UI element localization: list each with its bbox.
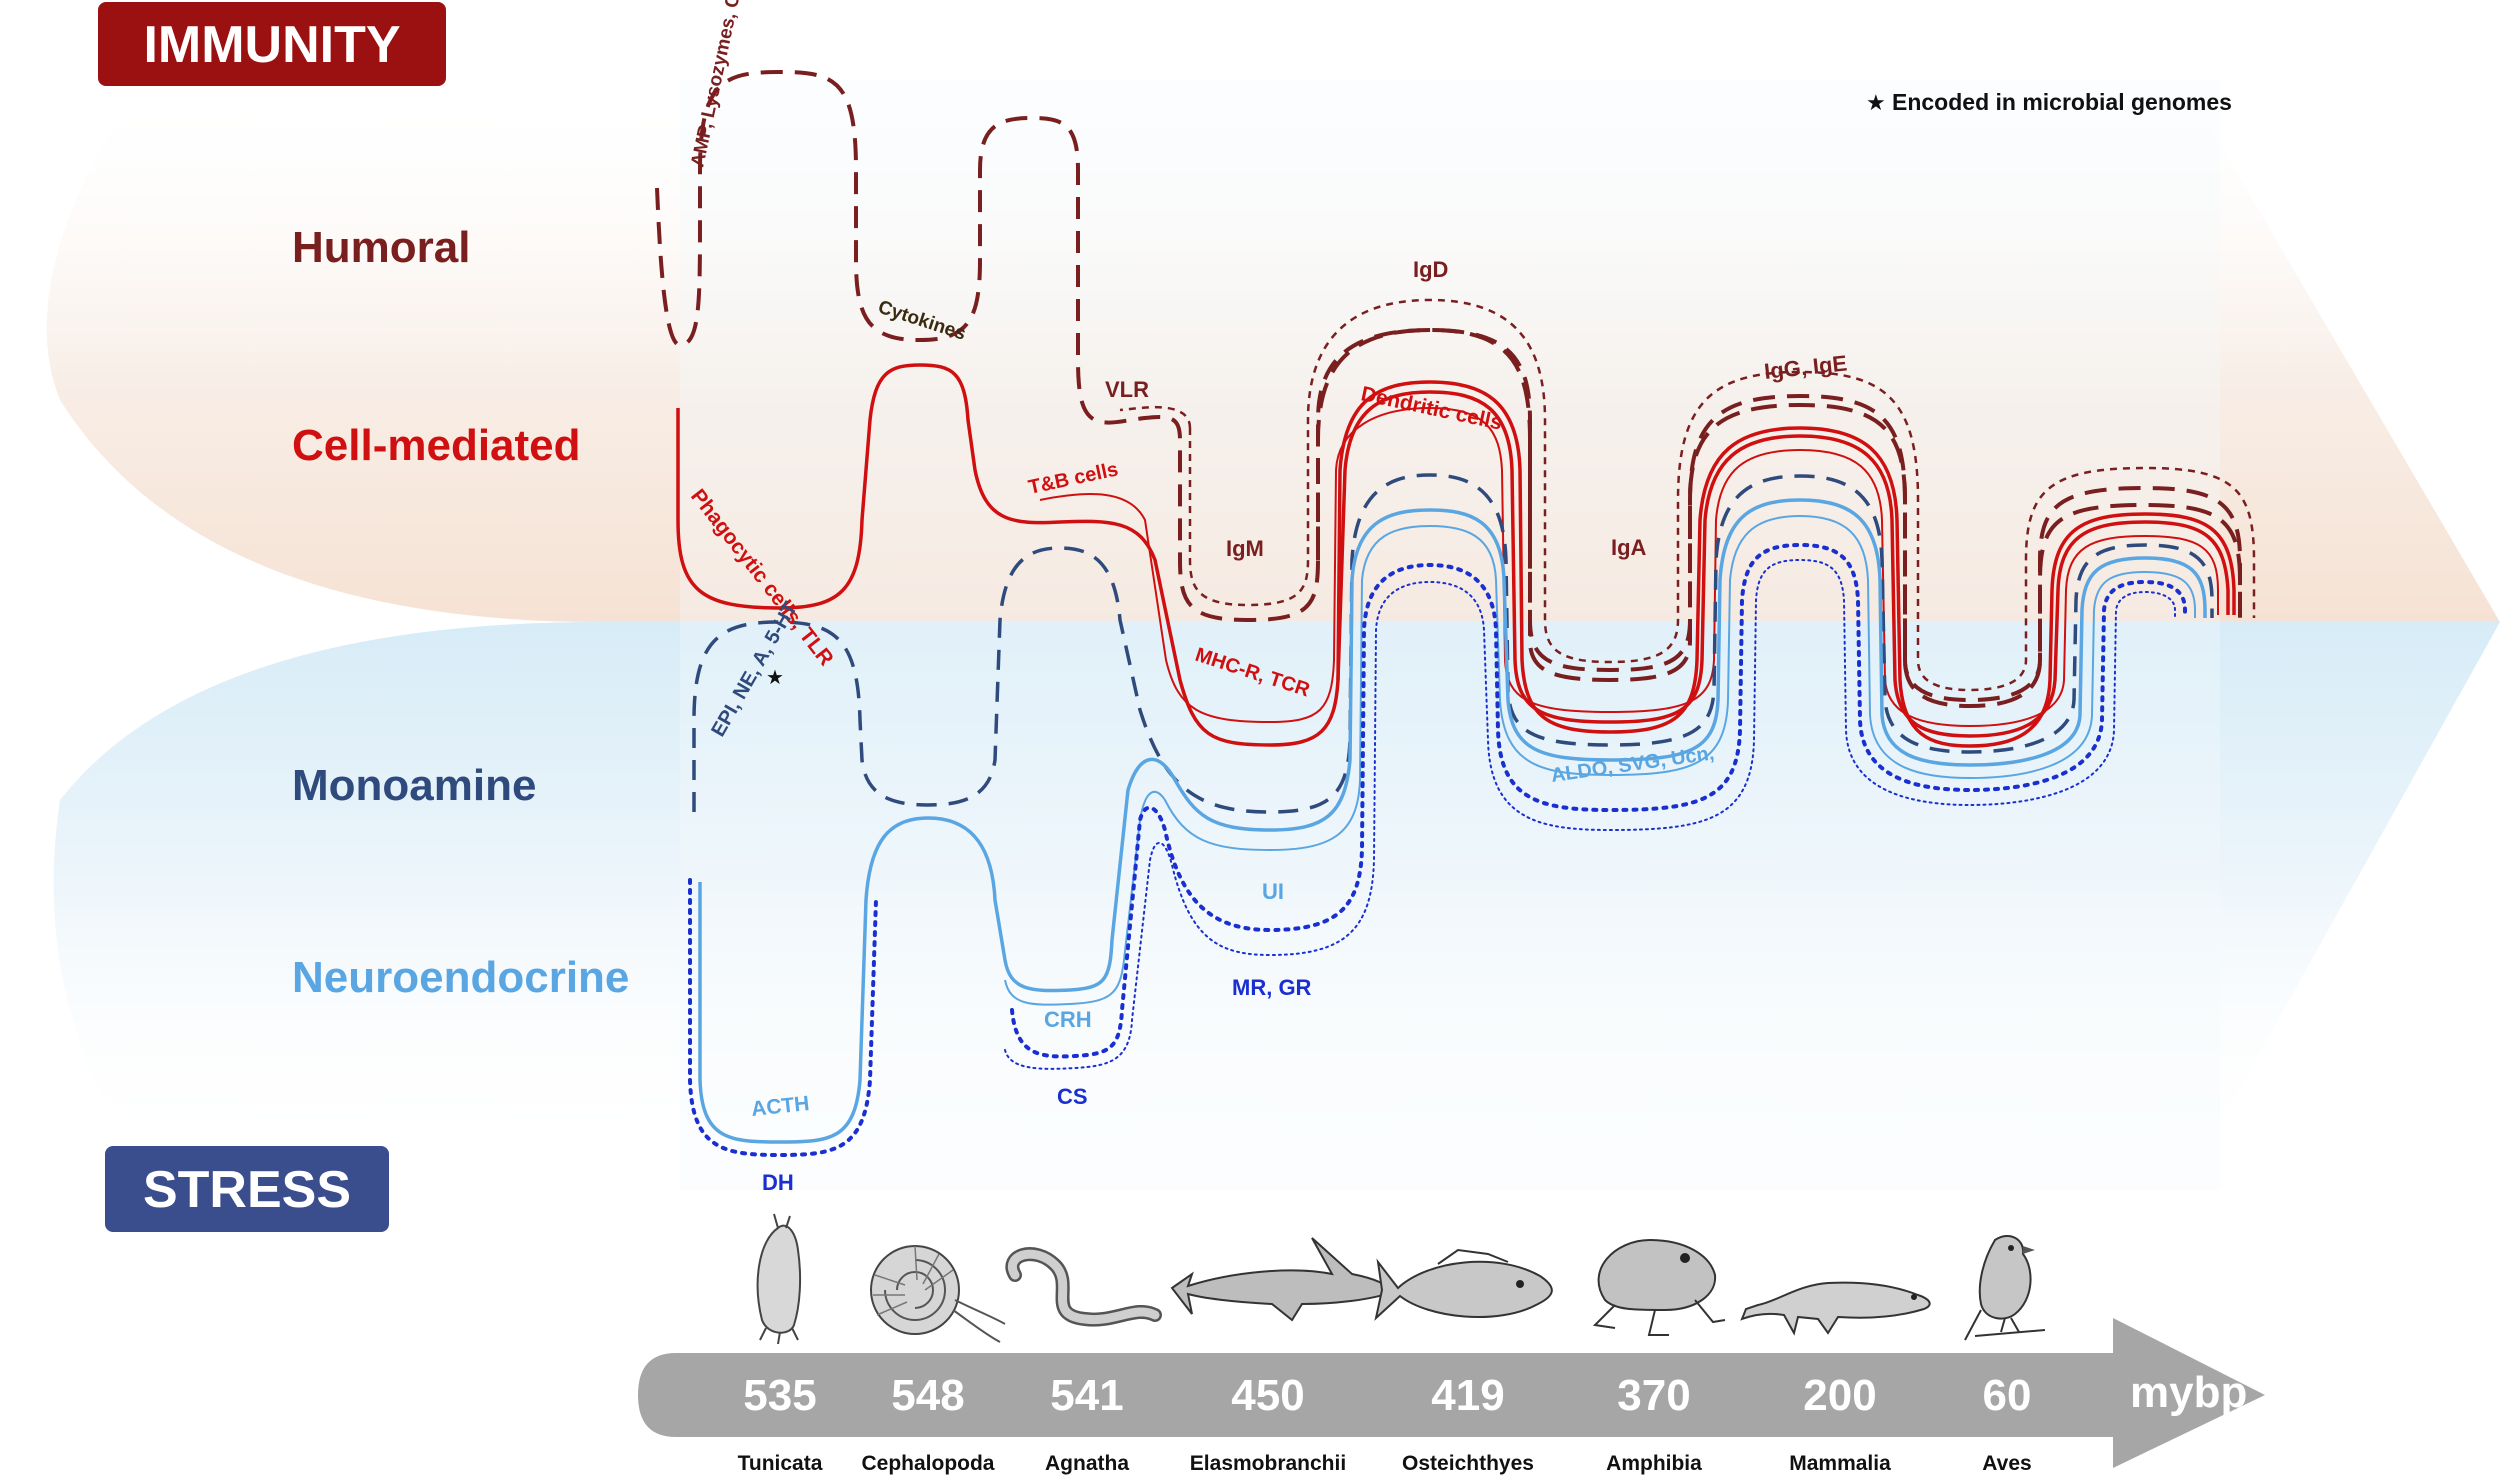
timeline-value-agnatha: 541 [1050,1371,1123,1420]
label-ui: UI [1262,879,1284,904]
nautilus-icon [870,1245,1006,1343]
taxon-label-agnatha: Agnatha [1045,1452,1129,1475]
monoamine-curve [692,473,2214,814]
row-label-humoral: Humoral [292,223,470,272]
legend: ★ Encoded in microbial genomes [1866,89,2232,115]
timeline-value-aves: 60 [1983,1371,2032,1420]
taxon-label-amphibia: Amphibia [1606,1452,1702,1475]
stress-dotted-curve-cs [1010,542,2187,1059]
immunity-badge-label: IMMUNITY [143,16,400,74]
timeline-value-tunicata: 535 [743,1371,816,1420]
cell-mediated-curves [676,363,2236,748]
mongoose-icon [1740,1281,1931,1336]
label-mr-gr: MR, GR [1232,975,1312,1000]
label-cs: CS [1057,1084,1088,1109]
timeline-arrow [638,1318,2265,1468]
humoral-curve-inner [1119,298,2256,692]
timeline-value-amphibia: 370 [1617,1371,1690,1420]
timeline-value-mammalia: 200 [1803,1371,1876,1420]
shark-icon [1170,1237,1394,1322]
stress-dotted-curves [688,542,2187,1158]
monoamine-curves [692,473,2214,814]
timeline-unit: mybp [2130,1368,2247,1417]
humoral-curves [655,69,2256,709]
label-igm: IgM [1226,536,1264,561]
neuroendocrine-curves [698,498,2207,1144]
cell-mediated-curve-main [676,363,2230,747]
label-epi-star: ★ [766,667,784,689]
humoral-curve-outer-dash [1316,327,2242,709]
taxon-label-cephalopoda: Cephalopoda [861,1452,994,1475]
taxon-label-elasmobranchii: Elasmobranchii [1190,1452,1346,1475]
label-vlr: VLR [1105,377,1149,402]
timeline-value-osteichthyes: 419 [1431,1371,1504,1420]
plot-panel [680,80,2220,1190]
timeline-value-cephalopoda: 548 [891,1371,964,1420]
lamprey-icon [1005,1247,1162,1327]
cell-mediated-curve-inner [1039,406,2219,728]
legend-text: Encoded in microbial genomes [1892,89,2232,115]
frog-icon [1592,1238,1726,1336]
timeline-values: 535 548 541 450 419 370 200 60 [743,1371,2031,1420]
legend-star: ★ [1866,90,1886,115]
taxon-label-osteichthyes: Osteichthyes [1402,1452,1534,1475]
row-label-monoamine: Monoamine [292,761,536,810]
stress-dotted-curve-main [688,878,878,1158]
tunicate-icon [756,1213,802,1345]
label-crh: CRH [1044,1007,1092,1032]
label-dh: DH [762,1170,794,1195]
neuroendocrine-curve-inner [1004,514,2196,1006]
timeline-value-elasmobranchii: 450 [1231,1371,1304,1420]
stress-badge-label: STRESS [143,1161,351,1219]
bird-icon [1964,1235,2046,1341]
neuroendocrine-curve-main [698,498,2207,1144]
taxon-label-aves: Aves [1982,1452,2031,1475]
taxon-label-mammalia: Mammalia [1789,1452,1891,1475]
timeline-taxa: Tunicata Cephalopoda Agnatha Elasmobranchii… [738,1452,2032,1475]
row-label-neuroendocrine: Neuroendocrine [292,953,629,1002]
taxon-label-tunicata: Tunicata [738,1452,823,1475]
fish-icon [1374,1248,1553,1321]
stress-badge: STRESS [105,1146,389,1232]
cell-mediated-curve-main-2 [1336,380,2236,748]
stress-dotted-curve-fine [1004,558,2176,1070]
label-igd: IgD [1413,257,1448,282]
immunity-badge: IMMUNITY [98,2,446,86]
row-label-cell-mediated: Cell-mediated [292,421,581,470]
label-iga: IgA [1611,535,1647,560]
